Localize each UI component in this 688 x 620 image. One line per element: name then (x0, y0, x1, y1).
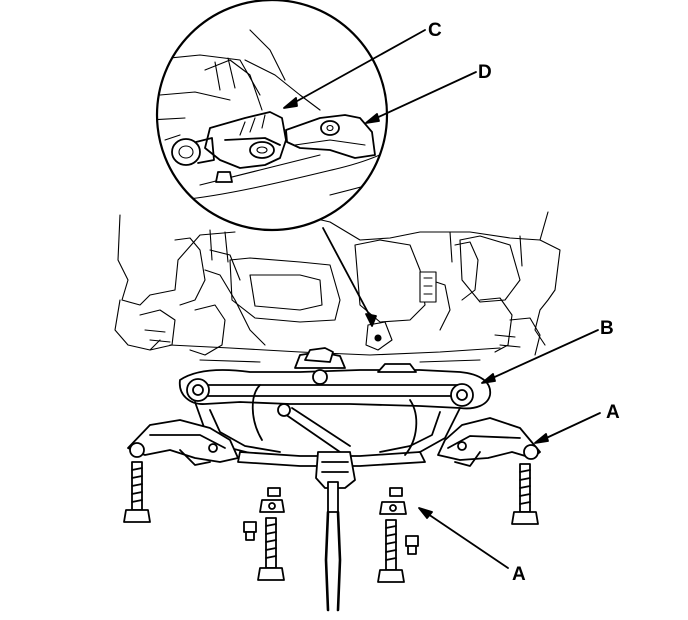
leader-line-b (481, 329, 599, 384)
callout-d: D (478, 62, 492, 83)
bolt-right-inner (377, 501, 407, 583)
front-subframe (178, 347, 492, 612)
right-control-arm (437, 417, 541, 467)
small-bolts (243, 487, 419, 555)
detail-magnifier (155, 0, 389, 232)
callout-b: B (600, 318, 614, 339)
detail-pointer (322, 227, 377, 327)
bolt-left-outer (123, 461, 151, 523)
left-control-arm (127, 419, 239, 466)
bolt-left-inner (257, 499, 285, 581)
leader-line-d (365, 71, 477, 124)
vehicle-body-outline (114, 211, 561, 363)
leader-line-a-lower (418, 507, 509, 569)
leader-line-a-right (534, 412, 601, 444)
callout-a-lower: A (512, 564, 526, 585)
bolt-right-outer (511, 463, 539, 525)
callout-c: C (428, 20, 442, 41)
leader-line-c (283, 29, 426, 109)
callout-a-right: A (606, 402, 620, 423)
